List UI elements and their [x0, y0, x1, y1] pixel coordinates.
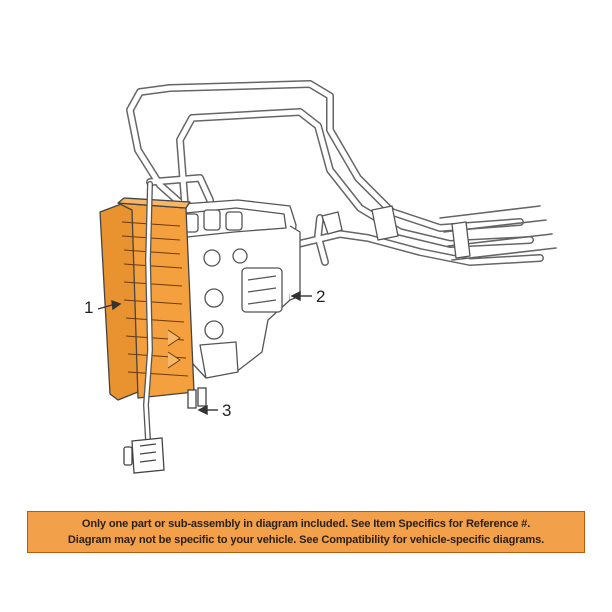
disclaimer-line-1: Only one part or sub-assembly in diagram… — [81, 518, 531, 530]
callout-leaders — [97, 290, 312, 416]
brake-lines — [126, 80, 557, 266]
callout-1: 1 — [84, 298, 94, 317]
disclaimer-banner: Only one part or sub-assembly in diagram… — [27, 511, 585, 553]
callout-3: 3 — [222, 401, 232, 420]
control-module — [99, 197, 195, 401]
harness-connector — [123, 437, 165, 474]
sensor-bracket — [187, 387, 207, 409]
callout-2: 2 — [316, 287, 326, 306]
wiring-harness — [142, 181, 154, 443]
disclaimer-line-2: Diagram may not be specific to your vehi… — [67, 534, 545, 546]
